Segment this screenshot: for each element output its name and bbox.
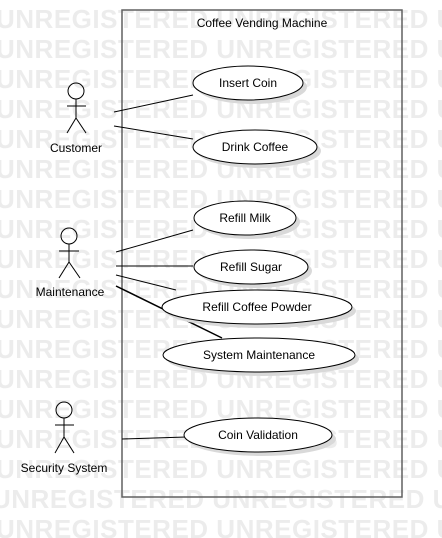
- stick-figure-icon: [54, 401, 75, 454]
- use-case-label: Insert Coin: [219, 76, 277, 90]
- associations: [113, 94, 223, 440]
- stick-figure-icon: [66, 82, 87, 134]
- watermark-text: UNREGISTERED UNREGISTERED UNREGISTERED U…: [0, 484, 442, 514]
- use-case-refill-coffee-powder[interactable]: Refill Coffee Powder: [161, 289, 356, 328]
- actor-customer[interactable]: Customer: [50, 82, 102, 155]
- use-case-drink-coffee[interactable]: Drink Coffee: [192, 129, 321, 168]
- watermark-text: UNREGISTERED UNREGISTERED UNREGISTERED U…: [0, 4, 442, 34]
- actor-label: Customer: [50, 141, 102, 155]
- system-title: Coffee Vending Machine: [197, 16, 328, 30]
- actor-label: Security System: [21, 461, 108, 475]
- association-line[interactable]: [113, 125, 194, 140]
- stick-figure-icon: [58, 227, 81, 279]
- association-line[interactable]: [115, 229, 194, 253]
- watermark-text: UNREGISTERED UNREGISTERED UNREGISTERED U…: [0, 34, 442, 64]
- watermark-text: UNREGISTERED UNREGISTERED UNREGISTERED U…: [0, 514, 442, 538]
- use-case-label: Drink Coffee: [222, 140, 289, 154]
- system-boundary: [121, 9, 403, 498]
- actor-label: Maintenance: [36, 285, 105, 299]
- watermark-text: UNREGISTERED UNREGISTERED UNREGISTERED U…: [0, 394, 442, 424]
- use-case-system-maintenance[interactable]: System Maintenance: [162, 337, 359, 376]
- use-case-insert-coin[interactable]: Insert Coin: [192, 65, 307, 104]
- use-case-refill-milk[interactable]: Refill Milk: [193, 200, 300, 239]
- association-line[interactable]: [121, 436, 187, 440]
- use-case-label: Refill Sugar: [220, 260, 282, 274]
- use-case-refill-sugar[interactable]: Refill Sugar: [193, 249, 312, 288]
- use-case-label: Coin Validation: [218, 428, 298, 442]
- watermark-text: UNREGISTERED UNREGISTERED UNREGISTERED U…: [0, 454, 442, 484]
- actor-maintenance[interactable]: Maintenance: [36, 227, 105, 299]
- use-case-label: System Maintenance: [203, 348, 315, 362]
- use-case-coin-validation[interactable]: Coin Validation: [183, 417, 336, 456]
- actor-security-system[interactable]: Security System: [21, 401, 108, 475]
- use-case-label: Refill Milk: [219, 211, 271, 225]
- association-line[interactable]: [113, 94, 194, 113]
- use-case-label: Refill Coffee Powder: [202, 300, 311, 314]
- association-line[interactable]: [115, 274, 177, 291]
